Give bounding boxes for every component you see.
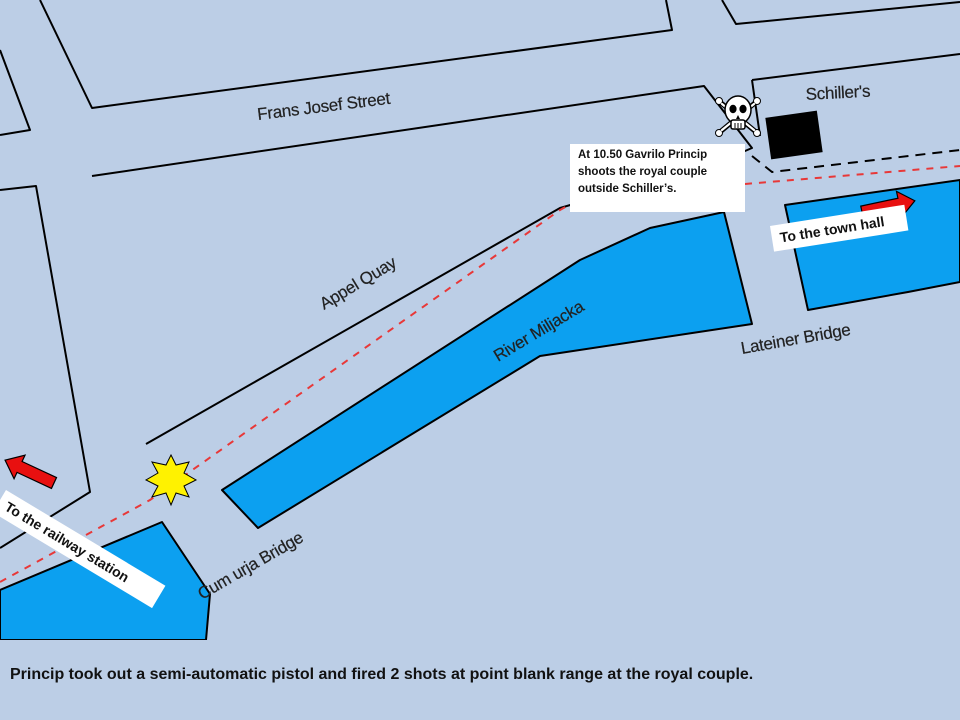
pavement-line bbox=[751, 149, 960, 174]
red-arrow-left-icon bbox=[4, 454, 58, 490]
river-segment bbox=[221, 211, 753, 529]
city-block bbox=[751, 53, 960, 81]
city-block bbox=[0, 49, 31, 136]
city-block bbox=[751, 79, 761, 137]
river-segment bbox=[0, 521, 211, 640]
schillers-building bbox=[765, 110, 823, 160]
city-block bbox=[39, 0, 673, 109]
schillers-label: Schiller's bbox=[805, 82, 870, 104]
city-block bbox=[721, 0, 960, 25]
slide-caption: Princip took out a semi-automatic pistol… bbox=[10, 666, 754, 683]
river-segment bbox=[784, 179, 960, 311]
skull-crossbones-icon bbox=[715, 95, 761, 137]
assassination-callout: At 10.50 Gavrilo Princip shoots the roya… bbox=[570, 144, 745, 212]
explosion-icon bbox=[144, 453, 198, 507]
sarajevo-map: Frans Josef Street Schiller's Appel Quay… bbox=[0, 0, 960, 640]
